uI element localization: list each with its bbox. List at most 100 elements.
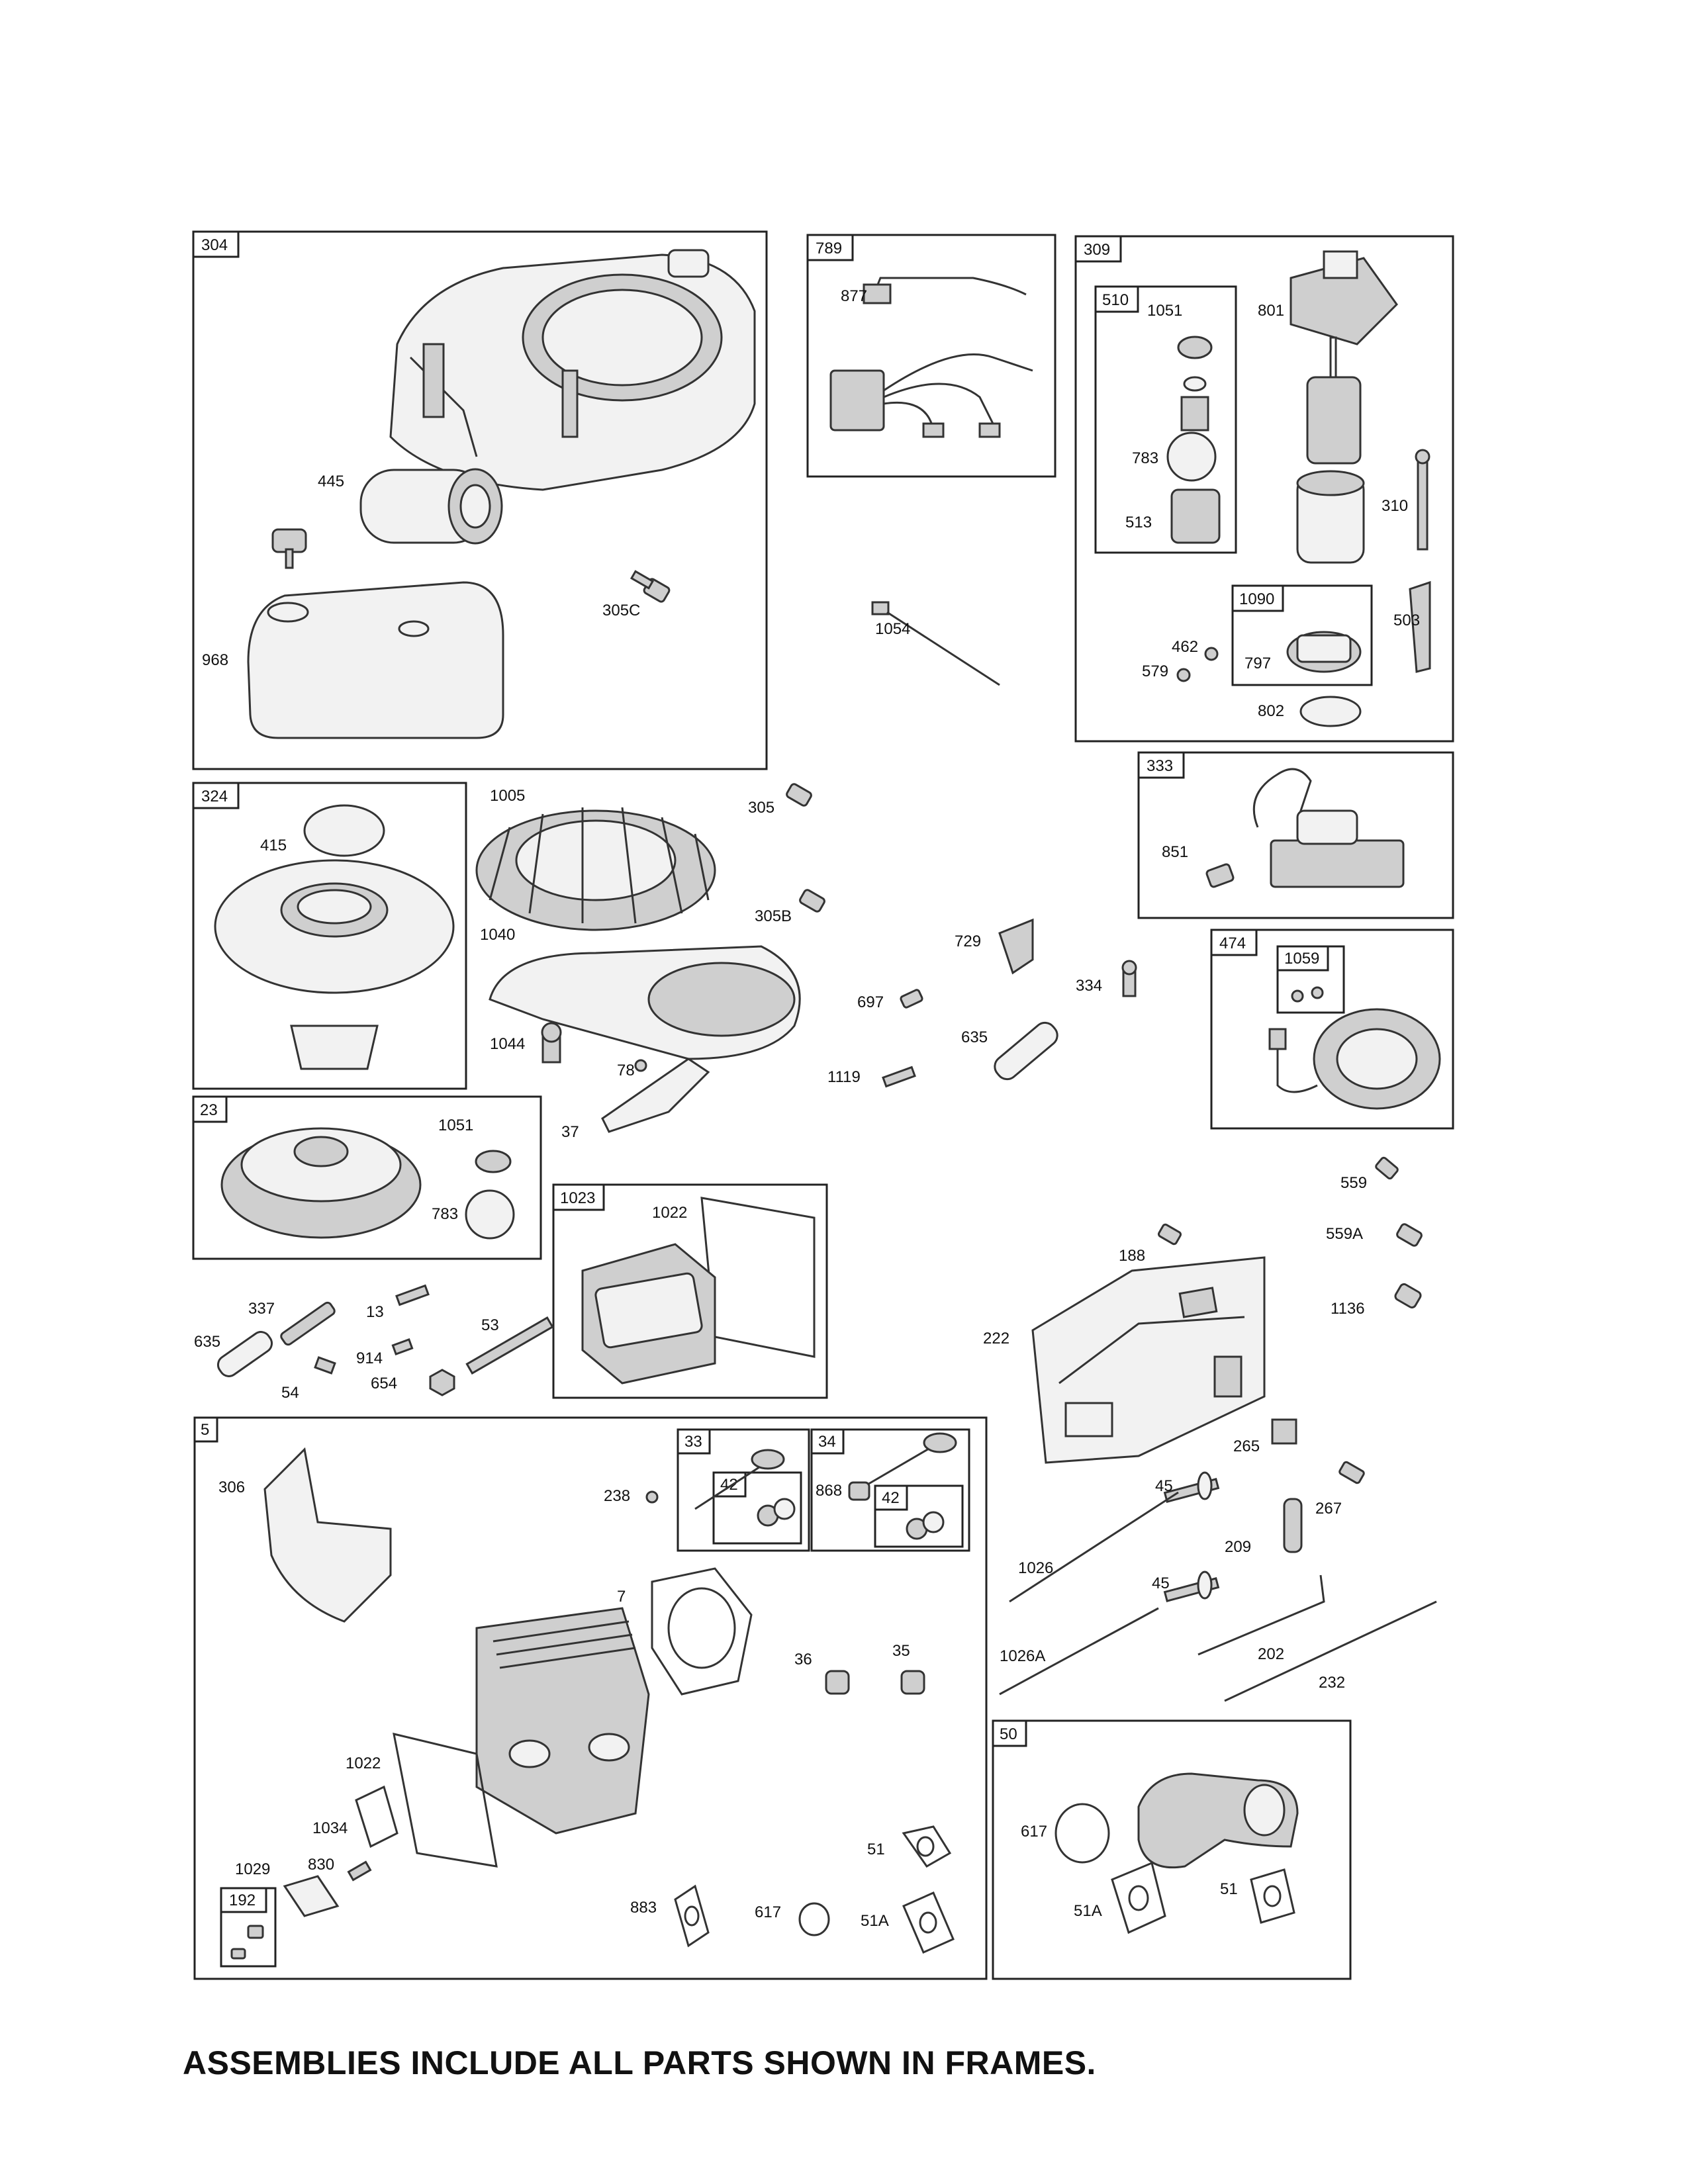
- label-783-flywheel: 783: [432, 1205, 458, 1223]
- assemblies-note: ASSEMBLIES INCLUDE ALL PARTS SHOWN IN FR…: [183, 2044, 1096, 2081]
- label-868: 868: [816, 1482, 842, 1500]
- label-513: 513: [1125, 514, 1152, 531]
- frame-tag-1090: 1090: [1239, 590, 1274, 608]
- label-802: 802: [1258, 702, 1284, 720]
- label-1029: 1029: [235, 1860, 270, 1878]
- label-37: 37: [561, 1123, 579, 1141]
- blower-housing: [389, 249, 756, 491]
- starter-end-cap: [1289, 250, 1398, 345]
- label-188: 188: [1119, 1247, 1145, 1265]
- frame-309: 309: [1074, 235, 1454, 743]
- label-222: 222: [983, 1330, 1009, 1347]
- control-bracket: [1031, 1256, 1266, 1464]
- gasket-51: [902, 1825, 952, 1868]
- tube-635-upper: [994, 1021, 1058, 1081]
- label-238: 238: [604, 1487, 630, 1505]
- spring-36: [825, 1670, 850, 1695]
- label-968: 968: [202, 651, 228, 669]
- frame-tag-1059: 1059: [1284, 950, 1319, 968]
- frame-tag-42-b: 42: [882, 1489, 900, 1507]
- screw-559a: [1396, 1223, 1423, 1247]
- label-851: 851: [1162, 843, 1188, 861]
- screw-54: [314, 1356, 336, 1375]
- gasket-51-manifold: [1250, 1868, 1295, 1924]
- stud-53: [465, 1316, 554, 1375]
- label-310: 310: [1382, 497, 1408, 515]
- frame-50: 50: [992, 1719, 1352, 1980]
- frame-23: 23: [192, 1095, 542, 1260]
- label-830: 830: [308, 1856, 334, 1874]
- label-78: 78: [617, 1062, 635, 1079]
- starter-housing: [1296, 470, 1365, 564]
- label-914: 914: [356, 1349, 383, 1367]
- link-202: [1197, 1574, 1325, 1656]
- valve-33: [694, 1449, 796, 1527]
- frame-tag-23: 23: [200, 1101, 218, 1119]
- label-51a-head: 51A: [861, 1912, 889, 1930]
- o-ring-617-head: [798, 1902, 830, 1936]
- frame-tag-324: 324: [201, 788, 228, 805]
- label-305: 305: [748, 799, 774, 817]
- frame-tag-5: 5: [201, 1421, 209, 1439]
- screw-1044: [541, 1022, 562, 1064]
- valve-cover: [581, 1243, 716, 1385]
- screw-305c: [630, 570, 671, 603]
- screw-697: [900, 989, 923, 1009]
- label-1054: 1054: [875, 620, 910, 638]
- label-45-lower: 45: [1152, 1574, 1170, 1592]
- label-783-starter: 783: [1132, 449, 1158, 467]
- frame-1059: 1059: [1276, 945, 1345, 1014]
- frame-tag-50: 50: [1000, 1725, 1017, 1743]
- label-1034: 1034: [312, 1819, 348, 1837]
- intake-manifold: [1137, 1772, 1299, 1869]
- label-54: 54: [281, 1384, 299, 1402]
- label-503: 503: [1393, 612, 1420, 629]
- link-45-upper: [1163, 1471, 1220, 1503]
- spring-35: [900, 1670, 925, 1695]
- screw-188: [1157, 1223, 1182, 1246]
- clip-265: [1271, 1418, 1297, 1445]
- frame-5: 5: [193, 1416, 988, 1980]
- through-bolt: [1415, 449, 1430, 551]
- alternator-stator: [1268, 986, 1441, 1110]
- washer-78: [634, 1059, 647, 1072]
- label-729: 729: [955, 933, 981, 950]
- screw-1136: [1394, 1283, 1422, 1309]
- knob-part: [271, 528, 307, 569]
- frame-tag-789: 789: [816, 240, 842, 257]
- label-445: 445: [318, 473, 344, 490]
- label-579: 579: [1142, 662, 1168, 680]
- label-7: 7: [617, 1588, 626, 1606]
- screw-914: [391, 1338, 414, 1355]
- label-877: 877: [841, 287, 867, 305]
- gasket-51a-head: [902, 1891, 955, 1954]
- frame-192: 192: [220, 1887, 277, 1968]
- flywheel-fan: [475, 807, 716, 931]
- rod-1026a: [999, 1607, 1159, 1696]
- frame-510: 510: [1094, 285, 1237, 554]
- frame-1090: 1090: [1231, 584, 1373, 686]
- bracket-729: [998, 918, 1034, 975]
- link-45-lower: [1163, 1570, 1220, 1602]
- label-305c: 305C: [602, 602, 640, 619]
- label-1051-starter: 1051: [1147, 302, 1182, 320]
- label-559a: 559A: [1326, 1225, 1363, 1243]
- label-51a-manifold: 51A: [1074, 1902, 1102, 1920]
- screw-267: [1338, 1461, 1365, 1484]
- starter-armature: [1306, 336, 1362, 465]
- label-617-manifold: 617: [1021, 1823, 1047, 1841]
- frame-tag-192: 192: [229, 1891, 256, 1909]
- frame-tag-474: 474: [1219, 934, 1246, 952]
- frame-789: 789: [806, 234, 1056, 478]
- valve-cover-gasket: [700, 1197, 816, 1358]
- pin-238: [645, 1490, 659, 1504]
- frame-474: 474: [1210, 929, 1454, 1130]
- brush-assembly: [1286, 631, 1362, 673]
- tube-635-lower: [216, 1331, 273, 1377]
- label-654: 654: [371, 1375, 397, 1392]
- spring-209: [1283, 1498, 1303, 1553]
- nut-579: [1176, 668, 1191, 682]
- label-1051-flywheel: 1051: [438, 1116, 473, 1134]
- label-265: 265: [1233, 1437, 1260, 1455]
